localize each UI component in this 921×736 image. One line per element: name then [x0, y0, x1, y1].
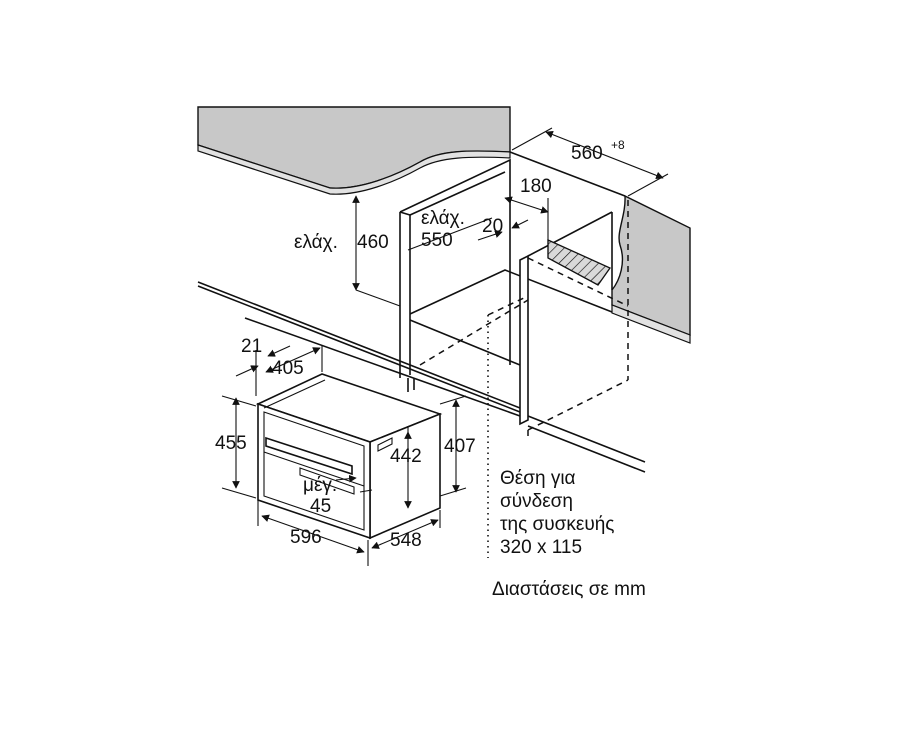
label-niche-depth: 560: [571, 143, 603, 164]
worktop-left: [197, 106, 511, 195]
label-niche-depth-tolerance: +8: [611, 138, 625, 152]
label-height-442: 442: [390, 446, 422, 467]
units-note: Διαστάσεις σε mm: [492, 579, 646, 600]
dimension-lines: [221, 127, 669, 566]
label-min-550: 550: [421, 230, 453, 251]
label-gap-20: 20: [482, 216, 503, 237]
connection-line-3: της συσκευής: [500, 514, 614, 535]
connection-line-2: σύνδεση: [500, 491, 573, 512]
label-front-21: 21: [241, 336, 262, 357]
dimension-labels: 560 +8 180 20 ελάχ. 550 ελάχ. 460 21 405…: [215, 138, 625, 551]
base-lines: [197, 281, 646, 473]
label-depth-548: 548: [390, 530, 422, 551]
connection-line-4: 320 x 115: [500, 537, 582, 558]
connection-note: Θέση για σύνδεση της συσκευής 320 x 115: [500, 468, 614, 558]
label-max-prefix: μέγ.: [303, 475, 337, 496]
cabinet-outline: [399, 151, 629, 558]
connection-line-1: Θέση για: [500, 468, 576, 489]
label-width-596: 596: [290, 527, 322, 548]
label-min-prefix-2: ελάχ.: [294, 232, 338, 253]
worktop-right: [611, 194, 691, 344]
label-height-407: 407: [444, 436, 476, 457]
label-min-460: 460: [357, 232, 389, 253]
label-min-prefix-1: ελάχ.: [421, 208, 465, 229]
oven-appliance: [255, 373, 443, 540]
label-height-455: 455: [215, 433, 247, 454]
label-depth-405: 405: [272, 358, 304, 379]
label-max-45: 45: [310, 496, 331, 517]
label-depth-180: 180: [520, 176, 552, 197]
